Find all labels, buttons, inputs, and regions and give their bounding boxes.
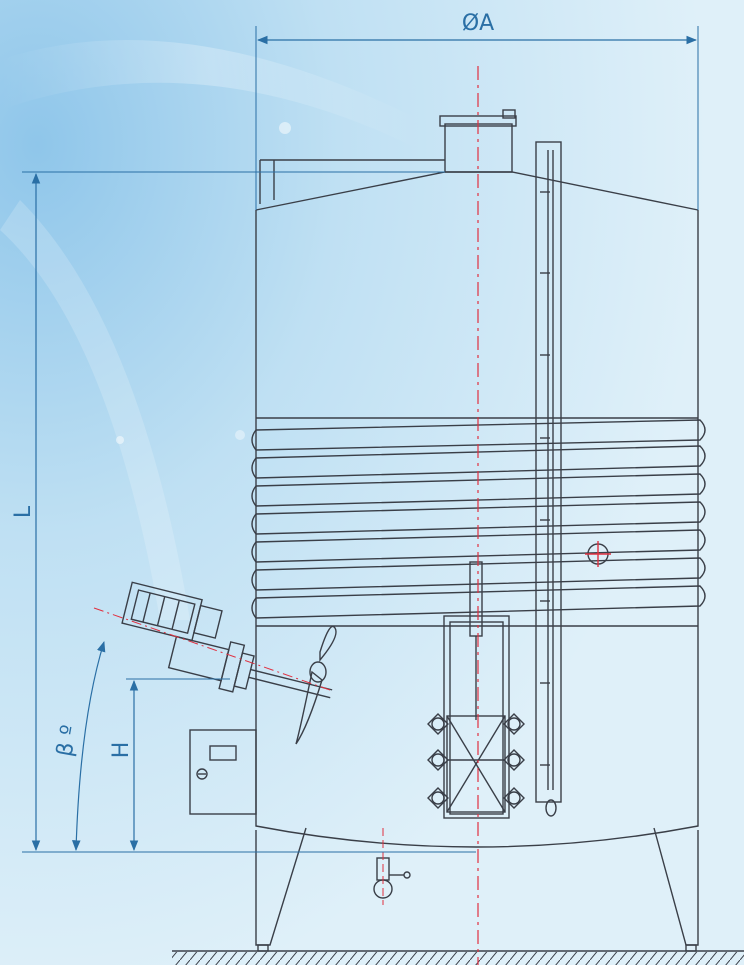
dimension-height bbox=[126, 678, 230, 852]
thermometer-port bbox=[585, 541, 611, 567]
manway-door bbox=[427, 561, 525, 819]
dimension-diameter bbox=[255, 26, 699, 210]
dimension-length bbox=[22, 171, 476, 853]
tank-body bbox=[251, 171, 706, 848]
dimension-angle bbox=[71, 640, 106, 852]
level-gauge bbox=[535, 141, 562, 817]
label-height: H bbox=[109, 742, 134, 759]
label-length: L bbox=[11, 505, 36, 518]
label-diameter: ØA bbox=[462, 11, 494, 36]
bottom-valve bbox=[373, 857, 411, 899]
agitator bbox=[121, 581, 337, 745]
agitator-axis bbox=[93, 607, 331, 691]
ground bbox=[172, 950, 744, 965]
tank-legs bbox=[255, 827, 699, 952]
label-angle: β º bbox=[53, 723, 83, 758]
control-box bbox=[189, 729, 257, 815]
